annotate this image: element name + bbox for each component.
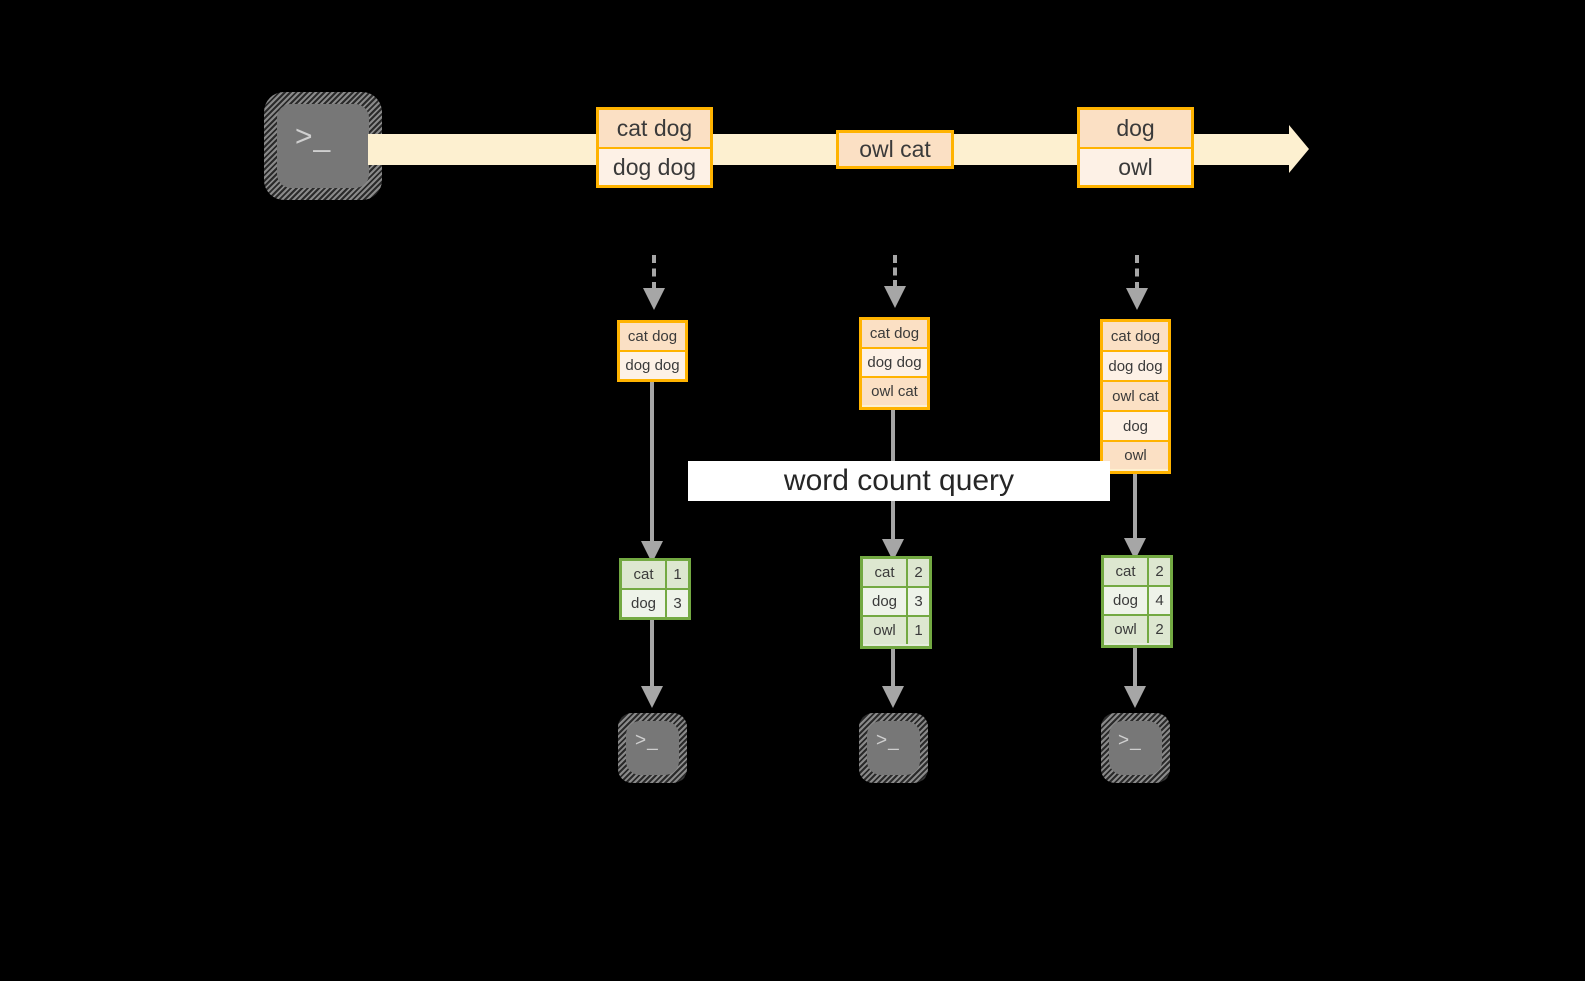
snapshot-trigger-line xyxy=(893,255,897,288)
snapshot-input-line: dog dog xyxy=(1103,352,1168,382)
query-flow-arrowhead xyxy=(882,539,904,561)
terminal-body: >_ xyxy=(626,721,679,775)
terminal-prompt-glyph: >_ xyxy=(1118,730,1142,751)
result-word: dog xyxy=(863,588,908,615)
stream-arrow-right-icon xyxy=(1289,125,1309,173)
result-count: 2 xyxy=(908,559,929,586)
snapshot-input-line: cat dog xyxy=(862,320,927,349)
terminal-body: >_ xyxy=(1109,721,1162,775)
result-word: owl xyxy=(863,617,908,644)
sink-flow-arrowhead xyxy=(1124,686,1146,708)
result-word: dog xyxy=(1104,587,1149,614)
snapshot-trigger-arrowhead xyxy=(884,286,906,308)
snapshot-input-line: cat dog xyxy=(620,323,685,352)
stream-event-box[interactable]: cat dog dog dog xyxy=(596,107,713,188)
sink-terminal-icon: >_ xyxy=(618,713,687,783)
stream-event-line: owl cat xyxy=(839,133,951,166)
terminal-prompt-glyph: >_ xyxy=(876,730,900,751)
result-row: cat 1 xyxy=(622,561,688,590)
result-word: owl xyxy=(1104,616,1149,643)
sink-flow-line xyxy=(650,620,654,692)
query-flow-arrowhead xyxy=(641,541,663,563)
sink-flow-line xyxy=(891,649,895,692)
result-table[interactable]: cat 2 dog 3 owl 1 xyxy=(860,556,932,649)
result-count: 4 xyxy=(1149,587,1170,614)
snapshot-input-stack[interactable]: cat dog dog dog owl cat xyxy=(859,317,930,410)
query-label-text: word count query xyxy=(783,464,1015,497)
stream-event-box[interactable]: dog owl xyxy=(1077,107,1194,188)
result-count: 2 xyxy=(1149,616,1170,643)
result-count: 3 xyxy=(908,588,929,615)
result-table[interactable]: cat 1 dog 3 xyxy=(619,558,691,620)
sink-flow-line xyxy=(1133,648,1137,692)
result-table[interactable]: cat 2 dog 4 owl 2 xyxy=(1101,555,1173,648)
terminal-body: >_ xyxy=(867,721,920,775)
snapshot-input-line: owl xyxy=(1103,442,1168,469)
source-terminal-icon: >_ xyxy=(264,92,382,200)
sink-flow-arrowhead xyxy=(882,686,904,708)
result-count: 1 xyxy=(667,561,688,588)
result-row: dog 3 xyxy=(622,590,688,617)
snapshot-input-stack[interactable]: cat dog dog dog owl cat dog owl xyxy=(1100,319,1171,474)
snapshot-input-line: dog dog xyxy=(620,352,685,379)
query-flow-line xyxy=(1133,474,1137,546)
sink-flow-arrowhead xyxy=(641,686,663,708)
snapshot-trigger-arrowhead xyxy=(643,288,665,310)
result-word: dog xyxy=(622,590,667,617)
snapshot-input-line: dog xyxy=(1103,412,1168,442)
query-flow-arrowhead xyxy=(1124,538,1146,560)
result-word: cat xyxy=(622,561,667,588)
result-row: dog 4 xyxy=(1104,587,1170,616)
terminal-prompt-glyph: >_ xyxy=(635,730,659,751)
snapshot-trigger-arrowhead xyxy=(1126,288,1148,310)
snapshot-input-line: cat dog xyxy=(1103,322,1168,352)
snapshot-input-stack[interactable]: cat dog dog dog xyxy=(617,320,688,382)
result-count: 3 xyxy=(667,590,688,617)
result-count: 2 xyxy=(1149,558,1170,585)
result-row: owl 1 xyxy=(863,617,929,644)
snapshot-input-line: owl cat xyxy=(862,378,927,405)
result-row: owl 2 xyxy=(1104,616,1170,643)
result-row: cat 2 xyxy=(863,559,929,588)
result-word: cat xyxy=(863,559,908,586)
result-count: 1 xyxy=(908,617,929,644)
snapshot-input-line: owl cat xyxy=(1103,382,1168,412)
sink-terminal-icon: >_ xyxy=(1101,713,1170,783)
stream-event-line: dog dog xyxy=(599,149,710,185)
stream-event-line: owl xyxy=(1080,149,1191,185)
snapshot-input-line: dog dog xyxy=(862,349,927,378)
terminal-prompt-glyph: >_ xyxy=(295,120,332,153)
result-word: cat xyxy=(1104,558,1149,585)
stream-event-line: cat dog xyxy=(599,110,710,149)
stream-event-box[interactable]: owl cat xyxy=(836,130,954,169)
result-row: dog 3 xyxy=(863,588,929,617)
query-flow-line xyxy=(650,382,654,549)
query-label-band: word count query xyxy=(688,461,1110,501)
result-row: cat 2 xyxy=(1104,558,1170,587)
stream-event-line: dog xyxy=(1080,110,1191,149)
snapshot-trigger-line xyxy=(1135,255,1139,290)
terminal-body: >_ xyxy=(277,104,369,188)
sink-terminal-icon: >_ xyxy=(859,713,928,783)
snapshot-trigger-line xyxy=(652,255,656,290)
